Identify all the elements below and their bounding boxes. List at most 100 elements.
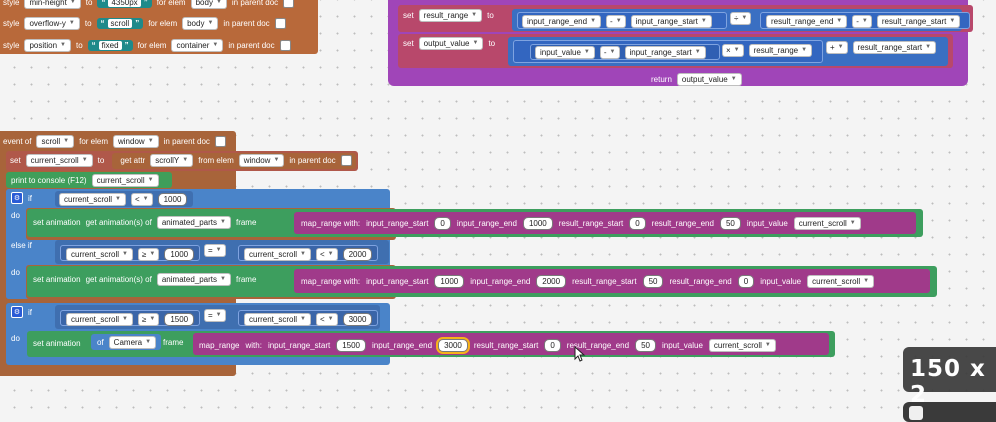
number-1500[interactable]: 1500 (164, 312, 195, 326)
style-row-overflow-y[interactable]: style overflow-y▼ to “scroll” for elem b… (3, 16, 286, 30)
style-row-min-height[interactable]: style min-height▼ to “4350px” for elem b… (3, 0, 295, 9)
plus-operator-row[interactable]: +▼ result_range_start▼ (826, 40, 937, 54)
number-input-range-start[interactable]: 1000 (434, 274, 465, 288)
result-range-start-var[interactable]: result_range_start▼ (876, 14, 961, 28)
result-range-var[interactable]: result_range▼ (748, 43, 813, 57)
and-operator-row-2[interactable]: =▼ (204, 243, 226, 257)
number-result-range-start[interactable]: 50 (642, 274, 664, 288)
compare-row-3a[interactable]: current_scroll▼ ≥▼ 1500 (66, 312, 195, 326)
input-range-end-var[interactable]: input_range_end▼ (522, 14, 602, 28)
map-range-row-1[interactable]: map_range with: input_range_start 0 inpu… (301, 216, 861, 230)
set-output-value-row[interactable]: set output_value▼ to (403, 36, 495, 50)
number-2000[interactable]: 2000 (342, 247, 373, 261)
return-row[interactable]: return output_value▼ (651, 72, 742, 86)
property-dropdown[interactable]: position▼ (24, 38, 71, 52)
input-range-start-var[interactable]: input_range_start▼ (624, 45, 706, 59)
less-than-operator[interactable]: <▼ (315, 247, 338, 261)
elem-dropdown[interactable]: container▼ (171, 38, 224, 52)
multiply-operator-row[interactable]: ×▼ result_range▼ (722, 43, 813, 57)
input-range-diff-row[interactable]: input_range_end▼ -▼ input_range_start▼ (522, 14, 712, 28)
mutator-gear-icon[interactable]: ⚙ (11, 306, 23, 318)
compare-row-1[interactable]: current_scroll▼ <▼ 1000 (59, 192, 188, 206)
current-scroll-var[interactable]: current_scroll▼ (59, 192, 126, 206)
event-target-dropdown[interactable]: window▼ (113, 134, 159, 148)
multiply-operator[interactable]: ×▼ (722, 43, 744, 57)
camera-dropdown[interactable]: Camera▼ (108, 335, 157, 349)
current-scroll-var[interactable]: current_scroll▼ (66, 312, 133, 326)
animated-parts-var[interactable]: animated_parts▼ (156, 215, 231, 229)
and-operator[interactable]: =▼ (204, 308, 226, 322)
map-range-row-2[interactable]: map_range with: input_range_start 1000 i… (301, 274, 875, 288)
result-range-var[interactable]: result_range▼ (418, 8, 483, 22)
set-animation-row-2[interactable]: set animation get animation(s) of animat… (33, 272, 256, 286)
result-range-start-var[interactable]: result_range_start▼ (852, 40, 937, 54)
event-header-row[interactable]: event of scroll▼ for elem window▼ in par… (3, 134, 226, 148)
plus-operator[interactable]: +▼ (826, 40, 848, 54)
number-result-range-start[interactable]: 0 (544, 338, 561, 352)
current-scroll-var[interactable]: current_scroll▼ (708, 338, 776, 352)
style-row-position[interactable]: style position▼ to “fixed” for elem cont… (3, 38, 291, 52)
animated-parts-var[interactable]: animated_parts▼ (156, 272, 231, 286)
input-range-start-var[interactable]: input_range_start▼ (630, 14, 712, 28)
less-than-operator[interactable]: <▼ (315, 312, 338, 326)
output-value-var[interactable]: output_value▼ (418, 36, 484, 50)
gte-operator[interactable]: ≥▼ (137, 247, 160, 261)
number-result-range-end[interactable]: 0 (737, 274, 755, 288)
parent-doc-checkbox[interactable] (214, 135, 226, 147)
event-name-dropdown[interactable]: scroll▼ (36, 134, 75, 148)
elem-dropdown[interactable]: body▼ (182, 16, 219, 30)
current-scroll-var[interactable]: current_scroll▼ (807, 274, 875, 288)
set-animation-row-3[interactable]: set animation (33, 336, 81, 350)
set-current-scroll-row[interactable]: set current_scroll▼ to get attr scrollY▼… (10, 153, 352, 167)
slider-handle[interactable] (909, 406, 923, 420)
divide-operator-row[interactable]: ÷▼ (730, 11, 752, 25)
attr-dropdown[interactable]: scrollY▼ (150, 153, 194, 167)
number-1000[interactable]: 1000 (164, 247, 195, 261)
from-elem-dropdown[interactable]: window▼ (238, 153, 285, 167)
string-value[interactable]: “fixed” (87, 39, 133, 51)
compare-row-2b[interactable]: current_scroll▼ <▼ 2000 (244, 247, 373, 261)
if-row-2[interactable]: ⚙ if (11, 305, 32, 319)
return-value-var[interactable]: output_value▼ (676, 72, 742, 86)
number-input-range-end[interactable]: 1000 (522, 216, 553, 230)
property-dropdown[interactable]: min-height▼ (24, 0, 81, 9)
result-range-end-var[interactable]: result_range_end▼ (766, 14, 848, 28)
set-result-range-row[interactable]: set result_range▼ to (403, 8, 494, 22)
parent-doc-checkbox[interactable] (279, 39, 291, 51)
current-scroll-var[interactable]: current_scroll▼ (244, 312, 311, 326)
compare-row-3b[interactable]: current_scroll▼ <▼ 3000 (244, 312, 373, 326)
current-scroll-var[interactable]: current_scroll▼ (25, 153, 93, 167)
and-operator[interactable]: =▼ (204, 243, 226, 257)
minus-operator[interactable]: -▼ (852, 14, 872, 28)
camera-row[interactable]: of Camera▼ (97, 335, 157, 349)
compare-row-2a[interactable]: current_scroll▼ ≥▼ 1000 (66, 247, 195, 261)
less-than-operator[interactable]: <▼ (130, 192, 153, 206)
if-row-1[interactable]: ⚙ if (11, 191, 32, 205)
number-input-range-start[interactable]: 1500 (336, 338, 366, 352)
print-console-row[interactable]: print to console (F12) current_scroll▼ (11, 173, 159, 187)
and-operator-row-3[interactable]: =▼ (204, 308, 226, 322)
number-3000[interactable]: 3000 (342, 312, 373, 326)
map-range-row-3[interactable]: map_range with: input_range_start 1500 i… (199, 336, 776, 354)
current-scroll-var[interactable]: current_scroll▼ (793, 216, 861, 230)
property-dropdown[interactable]: overflow-y▼ (24, 16, 80, 30)
overlay-slider[interactable] (903, 402, 996, 422)
parent-doc-checkbox[interactable] (340, 154, 352, 166)
mutator-gear-icon[interactable]: ⚙ (11, 192, 23, 204)
minus-operator[interactable]: -▼ (606, 14, 626, 28)
string-value[interactable]: “scroll” (96, 17, 144, 29)
minus-operator[interactable]: -▼ (599, 45, 620, 59)
current-scroll-var[interactable]: current_scroll▼ (244, 247, 311, 261)
elem-dropdown[interactable]: body▼ (190, 0, 227, 9)
number-input-range-start[interactable]: 0 (434, 216, 451, 230)
print-var-dropdown[interactable]: current_scroll▼ (91, 173, 159, 187)
divide-operator[interactable]: ÷▼ (730, 11, 752, 25)
parent-doc-checkbox[interactable] (274, 17, 286, 29)
string-value[interactable]: “4350px” (97, 0, 152, 8)
number-input-range-end-selected[interactable]: 3000 (436, 336, 470, 354)
number-result-range-end[interactable]: 50 (635, 338, 656, 352)
input-value-var[interactable]: input_value▼ (535, 45, 595, 59)
set-animation-row-1[interactable]: set animation get animation(s) of animat… (33, 215, 256, 229)
result-range-diff-row[interactable]: result_range_end▼ -▼ result_range_start▼ (766, 14, 961, 28)
number-input-range-end[interactable]: 2000 (536, 274, 567, 288)
